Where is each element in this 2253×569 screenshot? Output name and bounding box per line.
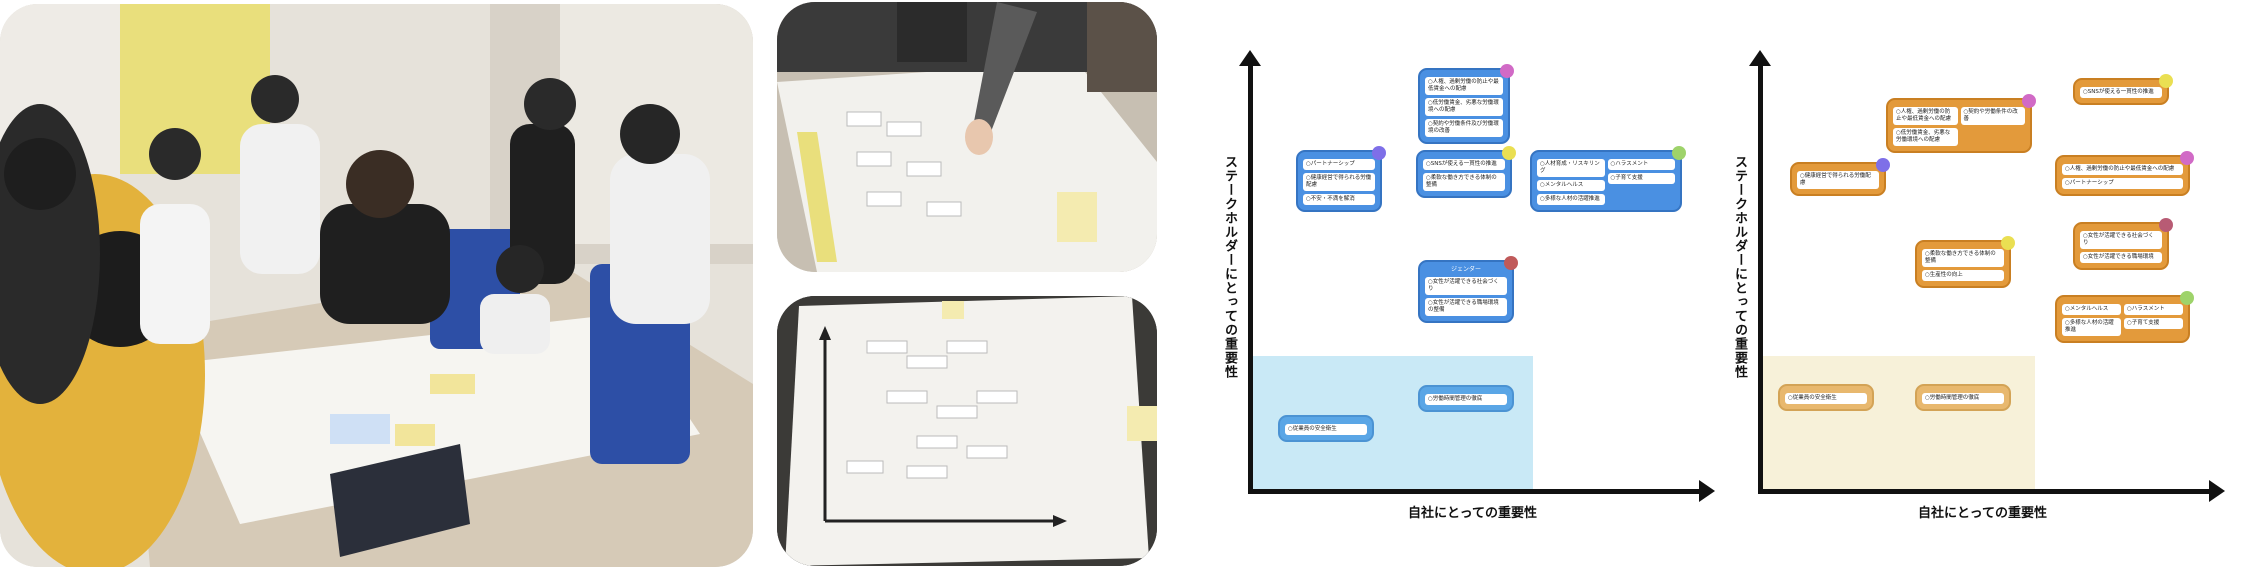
y-axis-label: ステークホルダーにとっての重要性 xyxy=(1222,155,1237,379)
issue-item: ○不安・不満を解消 xyxy=(1303,194,1375,205)
issue-card: ○人材育成・リスキリング ○メンタルヘルス ○多様な人材の活躍推進 ○ハラスメン… xyxy=(1530,146,1686,212)
issue-item: ○女性が活躍できる職場環境 xyxy=(2080,252,2162,263)
issue-item: ○多様な人材の活躍推進 xyxy=(2062,318,2121,336)
issue-card: ○人権、過剰労働の防止や最低賃金への配慮 ○低労働賃金、劣悪な労働環境への配慮 … xyxy=(1886,94,2036,153)
issue-card: ○SNSが使える一貫性の推進 ○柔軟な働き方できる体制の整備 xyxy=(1416,146,1516,198)
issue-item: ○従業員の安全衛生 xyxy=(1285,424,1367,435)
issue-item: ○労働時間管理の徹底 xyxy=(1425,394,1507,405)
handwritten-matrix-photo xyxy=(777,296,1157,566)
issue-item: ○パートナーシップ xyxy=(2062,178,2183,189)
issue-item: ○人権、過剰労働の防止や最低賃金への配慮 xyxy=(2062,164,2183,175)
issue-card: ○労働時間管理の徹底 xyxy=(1418,385,1514,412)
issue-item: ○低労働賃金、劣悪な労働環境への配慮 xyxy=(1425,98,1503,116)
category-dot xyxy=(2159,74,2173,88)
category-dot xyxy=(1672,146,1686,160)
issue-item: ○女性が活躍できる社会づくり xyxy=(1425,277,1507,295)
category-dot xyxy=(1500,64,1514,78)
issue-card: ○従業員の安全衛生 xyxy=(1778,384,1874,411)
issue-card: ○人権、過剰労働の防止や最低賃金への配慮 ○低労働賃金、劣悪な労働環境への配慮 … xyxy=(1418,64,1514,144)
issue-item: ○パートナーシップ xyxy=(1303,159,1375,170)
category-dot xyxy=(2159,218,2173,232)
issue-item: ○メンタルヘルス xyxy=(1537,180,1605,191)
workshop-group-photo xyxy=(0,4,753,567)
issue-item: ○人材育成・リスキリング xyxy=(1537,159,1605,177)
issue-card: ○柔軟な働き方できる体制の整備 ○生産性の向上 xyxy=(1915,236,2015,288)
issue-item: ○契約や労働条件の改善 xyxy=(1960,107,2025,125)
issue-card: ○メンタルヘルス ○多様な人材の活躍推進 ○ハラスメント ○子育て支援 xyxy=(2055,291,2194,343)
issue-card: ○パートナーシップ ○健康経営で得られる労働配慮 ○不安・不満を解消 xyxy=(1296,146,1386,212)
issue-item: ○柔軟な働き方できる体制の整備 xyxy=(1423,173,1505,191)
y-axis-label: ステークホルダーにとっての重要性 xyxy=(1732,155,1747,379)
issue-item: ○健康経営で得られる労働配慮 xyxy=(1303,173,1375,191)
issue-item: ○柔軟な働き方できる体制の整備 xyxy=(1922,249,2004,267)
materiality-matrix-orange: ステークホルダーにとっての重要性 自社にとっての重要性 ○SNSが使える一貫性の… xyxy=(1710,0,2250,569)
issue-card: ○女性が活躍できる社会づくり ○女性が活躍できる職場環境 xyxy=(2073,218,2173,270)
y-axis xyxy=(1749,50,1771,494)
category-dot xyxy=(1502,146,1516,160)
issue-card: ○労働時間管理の徹底 xyxy=(1915,384,2011,411)
materiality-matrix-blue: ステークホルダーにとっての重要性 自社にとっての重要性 ○人権、過剰労働の防止や… xyxy=(1200,0,1740,569)
card-title: ジェンダー xyxy=(1450,266,1481,273)
issue-item: ○SNSが使える一貫性の推進 xyxy=(1423,159,1505,170)
issue-item: ○低労働賃金、劣悪な労働環境への配慮 xyxy=(1893,128,1958,146)
issue-item: ○メンタルヘルス xyxy=(2062,304,2121,315)
category-dot xyxy=(1504,256,1518,270)
category-dot xyxy=(1876,158,1890,172)
issue-item: ○労働時間管理の徹底 xyxy=(1922,393,2004,404)
category-dot xyxy=(2180,291,2194,305)
x-axis-label: 自社にとっての重要性 xyxy=(1918,506,2047,521)
issue-item: ○女性が活躍できる社会づくり xyxy=(2080,231,2162,249)
category-dot xyxy=(1372,146,1386,160)
issue-card: ○健康経営で得られる労働配慮 xyxy=(1790,158,1890,196)
issue-item: ○ハラスメント xyxy=(1607,159,1675,170)
x-axis xyxy=(1248,480,1715,502)
low-priority-zone xyxy=(1763,356,2035,489)
issue-item: ○子育て支援 xyxy=(1607,173,1675,184)
x-axis xyxy=(1758,480,2225,502)
issue-item: ○従業員の安全衛生 xyxy=(1785,393,1867,404)
issue-item: ○SNSが使える一貫性の推進 xyxy=(2080,87,2162,98)
category-dot xyxy=(2001,236,2015,250)
issue-item: ○人権、過剰労働の防止や最低賃金への配慮 xyxy=(1893,107,1958,125)
y-axis xyxy=(1239,50,1261,494)
issue-item: ○生産性の向上 xyxy=(1922,270,2004,281)
issue-item: ○人権、過剰労働の防止や最低賃金への配慮 xyxy=(1425,77,1503,95)
issue-item: ○契約や労働条件及び労働環境の改善 xyxy=(1425,119,1503,137)
issue-card: ○人権、過剰労働の防止や最低賃金への配慮 ○パートナーシップ xyxy=(2055,151,2194,196)
category-dot xyxy=(2022,94,2036,108)
issue-item: ○ハラスメント xyxy=(2124,304,2183,315)
issue-item: ○健康経営で得られる労働配慮 xyxy=(1797,171,1879,189)
x-axis-label: 自社にとっての重要性 xyxy=(1408,506,1537,521)
pointing-at-chart-photo xyxy=(777,2,1157,272)
issue-item: ○多様な人材の活躍推進 xyxy=(1537,194,1605,205)
issue-card: ジェンダー ○女性が活躍できる社会づくり ○女性が活躍できる職場環境の整備 xyxy=(1418,256,1518,323)
issue-item: ○子育て支援 xyxy=(2124,318,2183,329)
issue-card: ○SNSが使える一貫性の推進 xyxy=(2073,74,2173,105)
issue-card: ○従業員の安全衛生 xyxy=(1278,415,1374,442)
category-dot xyxy=(2180,151,2194,165)
issue-item: ○女性が活躍できる職場環境の整備 xyxy=(1425,298,1507,316)
